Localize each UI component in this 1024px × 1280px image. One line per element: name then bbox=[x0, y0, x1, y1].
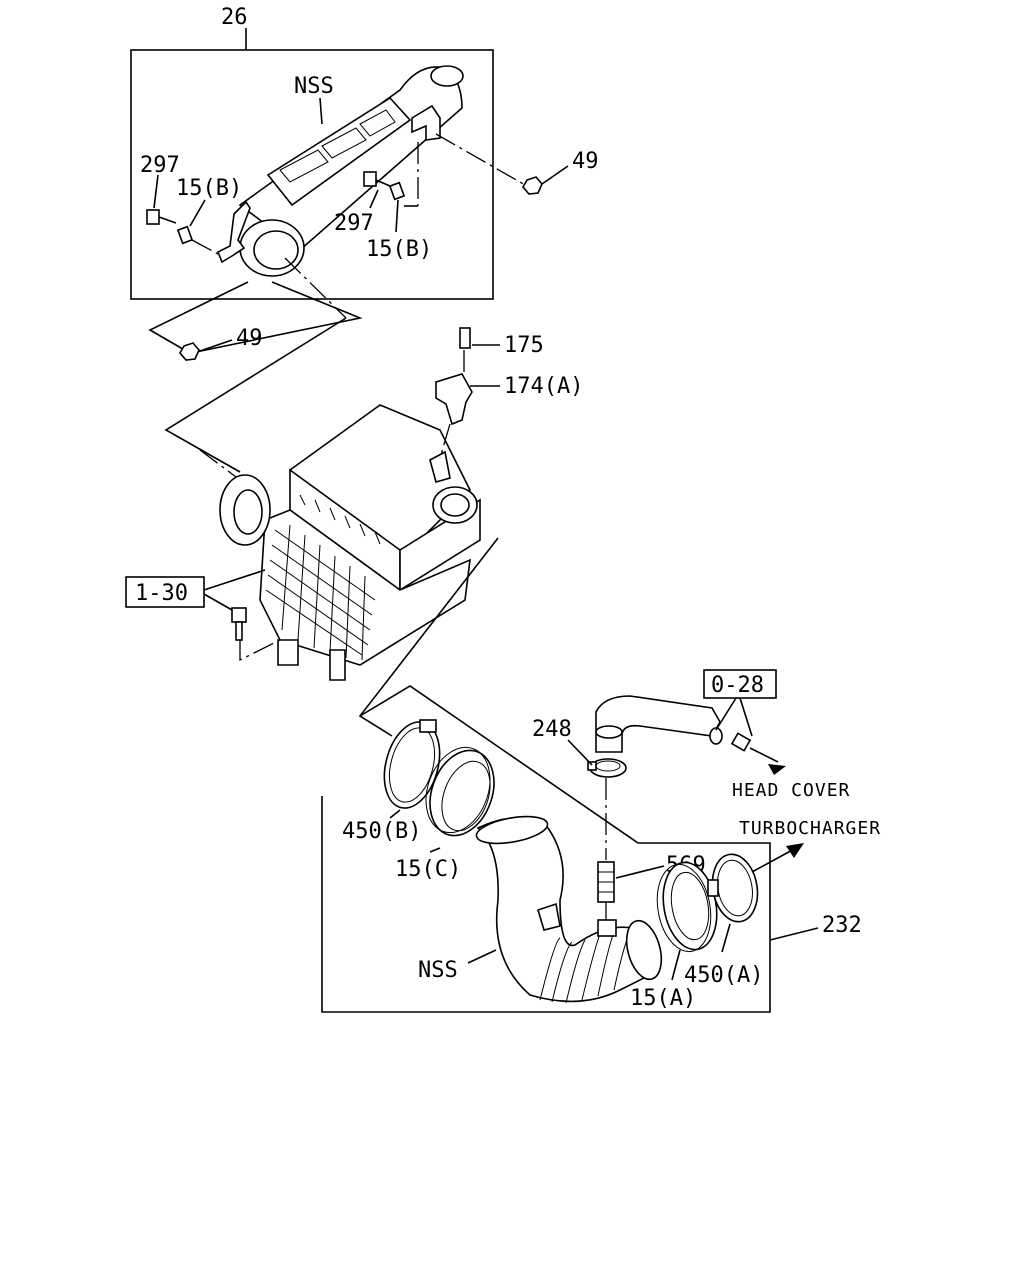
part-label-nss-top[interactable]: NSS bbox=[294, 74, 334, 99]
part-label-297-right[interactable]: 297 bbox=[334, 211, 374, 236]
part-label-15b-right[interactable]: 15(B) bbox=[366, 237, 432, 262]
part-label-232[interactable]: 232 bbox=[822, 913, 862, 938]
fitting-569-icon bbox=[597, 861, 615, 903]
part-label-248[interactable]: 248 bbox=[532, 717, 572, 742]
seal-15c-icon bbox=[425, 746, 495, 837]
sensor-174a-icon bbox=[435, 373, 473, 426]
part-label-15c[interactable]: 15(C) bbox=[395, 857, 461, 882]
part-label-49-left[interactable]: 49 bbox=[236, 326, 263, 351]
nut-49-right-icon bbox=[522, 176, 543, 195]
part-label-15a[interactable]: 15(A) bbox=[630, 986, 696, 1011]
nut-15b-right-icon bbox=[388, 181, 406, 201]
arrow-head-cover-icon bbox=[768, 764, 786, 775]
breather-hose-icon bbox=[595, 695, 723, 753]
reference-box-0-28[interactable]: 0-28 bbox=[703, 669, 777, 699]
svg-text:0-28: 0-28 bbox=[711, 673, 764, 698]
resonator-assembly-group: 26 297 15(B) bbox=[130, 5, 494, 300]
label-turbocharger[interactable]: TURBOCHARGER bbox=[739, 818, 881, 839]
air-cleaner-housing bbox=[219, 404, 481, 681]
part-label-15b-left[interactable]: 15(B) bbox=[176, 176, 242, 201]
nut-49-left-icon bbox=[179, 342, 200, 361]
bolt-297-right-icon bbox=[363, 171, 391, 187]
part-label-26[interactable]: 26 bbox=[221, 5, 248, 30]
intake-duct bbox=[475, 815, 663, 1004]
clip-0-28-icon bbox=[730, 732, 752, 752]
part-label-nss-bottom[interactable]: NSS bbox=[418, 958, 458, 983]
clamp-450b-icon bbox=[383, 719, 441, 809]
part-label-175[interactable]: 175 bbox=[504, 333, 544, 358]
part-label-297-left[interactable]: 297 bbox=[140, 153, 180, 178]
nut-15b-left-icon bbox=[176, 225, 194, 245]
arrow-turbocharger-icon bbox=[786, 843, 804, 858]
svg-text:1-30: 1-30 bbox=[135, 581, 188, 606]
duct-assembly-group: 232 450(B) 15(C) bbox=[321, 685, 862, 1013]
part-label-450b[interactable]: 450(B) bbox=[342, 819, 421, 844]
label-head-cover[interactable]: HEAD COVER bbox=[732, 780, 850, 801]
bolt-1-30-icon bbox=[231, 607, 247, 641]
clamp-450a-icon bbox=[707, 853, 759, 923]
clamp-248-icon bbox=[587, 758, 627, 778]
part-label-174a[interactable]: 174(A) bbox=[504, 374, 583, 399]
bolt-297-left-icon bbox=[146, 209, 177, 225]
seal-15a-icon bbox=[656, 861, 718, 953]
bolt-175-icon bbox=[459, 327, 471, 349]
reference-box-1-30[interactable]: 1-30 bbox=[125, 576, 205, 608]
part-label-450a[interactable]: 450(A) bbox=[684, 963, 763, 988]
part-label-49-right[interactable]: 49 bbox=[572, 149, 599, 174]
